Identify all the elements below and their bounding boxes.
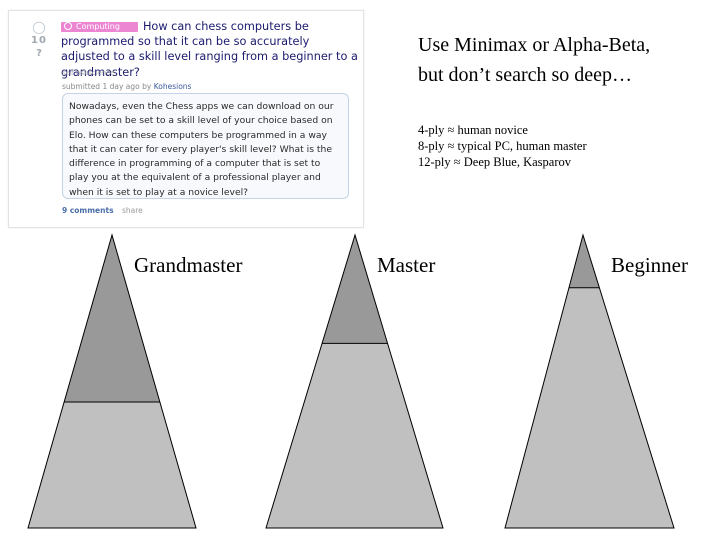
vote-column: ◯ 10 ?: [29, 21, 49, 60]
post-body: Nowadays, even the Chess apps we can dow…: [62, 93, 349, 199]
ply-level-deep-blue: 12-ply ≈ Deep Blue, Kasparov: [418, 155, 572, 169]
question-icon[interactable]: ?: [36, 48, 42, 59]
headline-line-1: Use Minimax or Alpha-Beta,: [418, 34, 651, 56]
grandmaster-label: Grandmaster: [134, 253, 242, 277]
post-score: 10: [31, 35, 47, 46]
ply-depth-list: 4-ply ≈ human novice 8-ply ≈ typical PC,…: [418, 122, 718, 170]
post-author-link[interactable]: Kohesions: [153, 82, 192, 91]
lightbulb-icon[interactable]: ◯: [32, 20, 46, 34]
share-link[interactable]: share: [121, 206, 143, 215]
post-links: 9 comments share: [62, 206, 143, 215]
triangle-master: Master: [265, 233, 444, 529]
headline-line-2: but don’t search so deep…: [418, 64, 633, 86]
grandmaster-searched-region: [64, 235, 160, 403]
triangle-grandmaster: Grandmaster: [27, 233, 242, 529]
post-meta-prefix: submitted 1 day ago by: [62, 82, 154, 91]
grandmaster-outline: [27, 233, 197, 529]
beginner-outline: [504, 233, 675, 529]
post-meta: submitted 1 day ago by Kohesions: [62, 82, 191, 91]
flair-badge[interactable]: Computing: [61, 22, 138, 32]
post-domain[interactable]: self.askscience: [62, 69, 115, 77]
post-title[interactable]: How can chess computers be programmed so…: [61, 20, 358, 79]
master-outline: [265, 233, 444, 529]
ply-level-novice: 4-ply ≈ human novice: [418, 123, 528, 137]
beginner-searched-region: [568, 235, 600, 288]
power-icon: [64, 22, 72, 30]
beginner-label: Beginner: [611, 253, 688, 277]
flair-label: Computing: [76, 22, 120, 31]
ply-level-master: 8-ply ≈ typical PC, human master: [418, 139, 587, 153]
master-searched-region: [322, 235, 388, 344]
comments-link[interactable]: 9 comments: [62, 206, 114, 215]
master-label: Master: [377, 253, 435, 277]
triangle-beginner: Beginner: [504, 233, 688, 529]
slide-headline: Use Minimax or Alpha-Beta, but don’t sea…: [418, 30, 718, 90]
beginner-unsearched-region: [505, 235, 674, 528]
master-unsearched-region: [266, 235, 443, 528]
